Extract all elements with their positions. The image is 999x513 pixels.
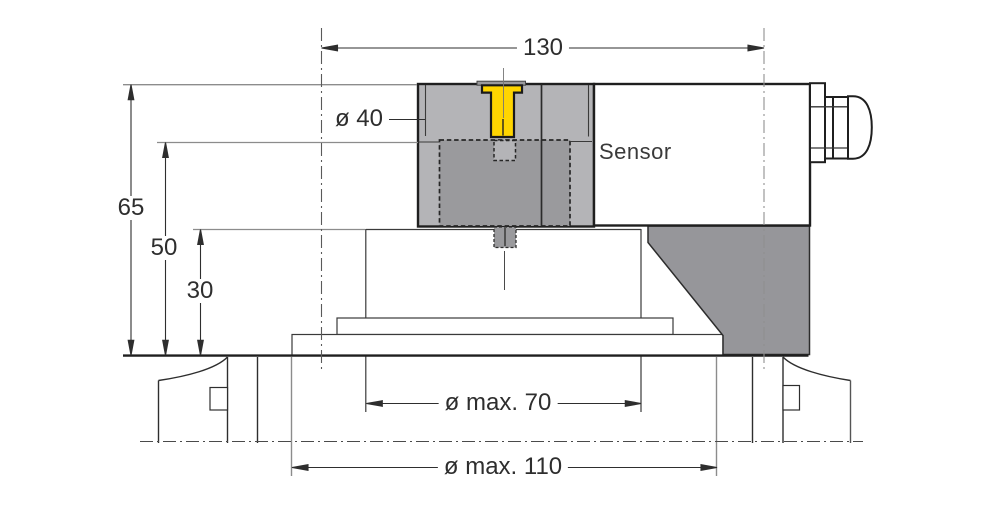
cable-connector <box>809 82 873 164</box>
sensor-assembly <box>416 68 873 290</box>
right-clamp-notch <box>782 384 801 411</box>
dim-65-arrow-top <box>127 84 135 101</box>
dim-50-arrow-bottom <box>162 339 169 356</box>
dim-30-label: 30 <box>180 279 220 303</box>
dim-130-arrow-left <box>321 44 339 52</box>
centerlines <box>140 28 863 443</box>
dim-70-arrow-left <box>366 400 383 407</box>
dim-130-arrow-right <box>747 44 765 52</box>
dim-65-arrow-bottom <box>127 339 135 356</box>
upper-plate <box>336 317 674 336</box>
sensor-label: Sensor <box>599 139 672 164</box>
dia-max-110-label: ø max. 110 <box>437 455 569 479</box>
dim-110-arrow-right <box>700 464 718 471</box>
dim-30-arrow-top <box>197 229 204 246</box>
left-clamp-notch <box>209 386 229 411</box>
sensor-housing <box>592 82 812 227</box>
plunger <box>480 84 524 139</box>
left-clamp-jaw <box>157 356 259 443</box>
dim-110-arrow-left <box>291 464 309 471</box>
dia-max-70-label: ø max. 70 <box>438 391 558 415</box>
dim-70-arrow-right <box>624 400 642 407</box>
connector-cap <box>847 95 873 160</box>
right-clamp-jaw <box>751 356 852 443</box>
dim-130-label: 130 <box>516 36 570 60</box>
lower-plate <box>291 333 724 357</box>
dia-40-label: ø 40 <box>331 107 386 131</box>
dim-65-label: 65 <box>111 196 151 220</box>
hidden-bore <box>493 139 517 162</box>
dim-30-arrow-bottom <box>197 339 204 356</box>
fixture <box>157 228 852 476</box>
dim-50-label: 50 <box>144 236 184 260</box>
dim-50-arrow-top <box>162 142 169 159</box>
